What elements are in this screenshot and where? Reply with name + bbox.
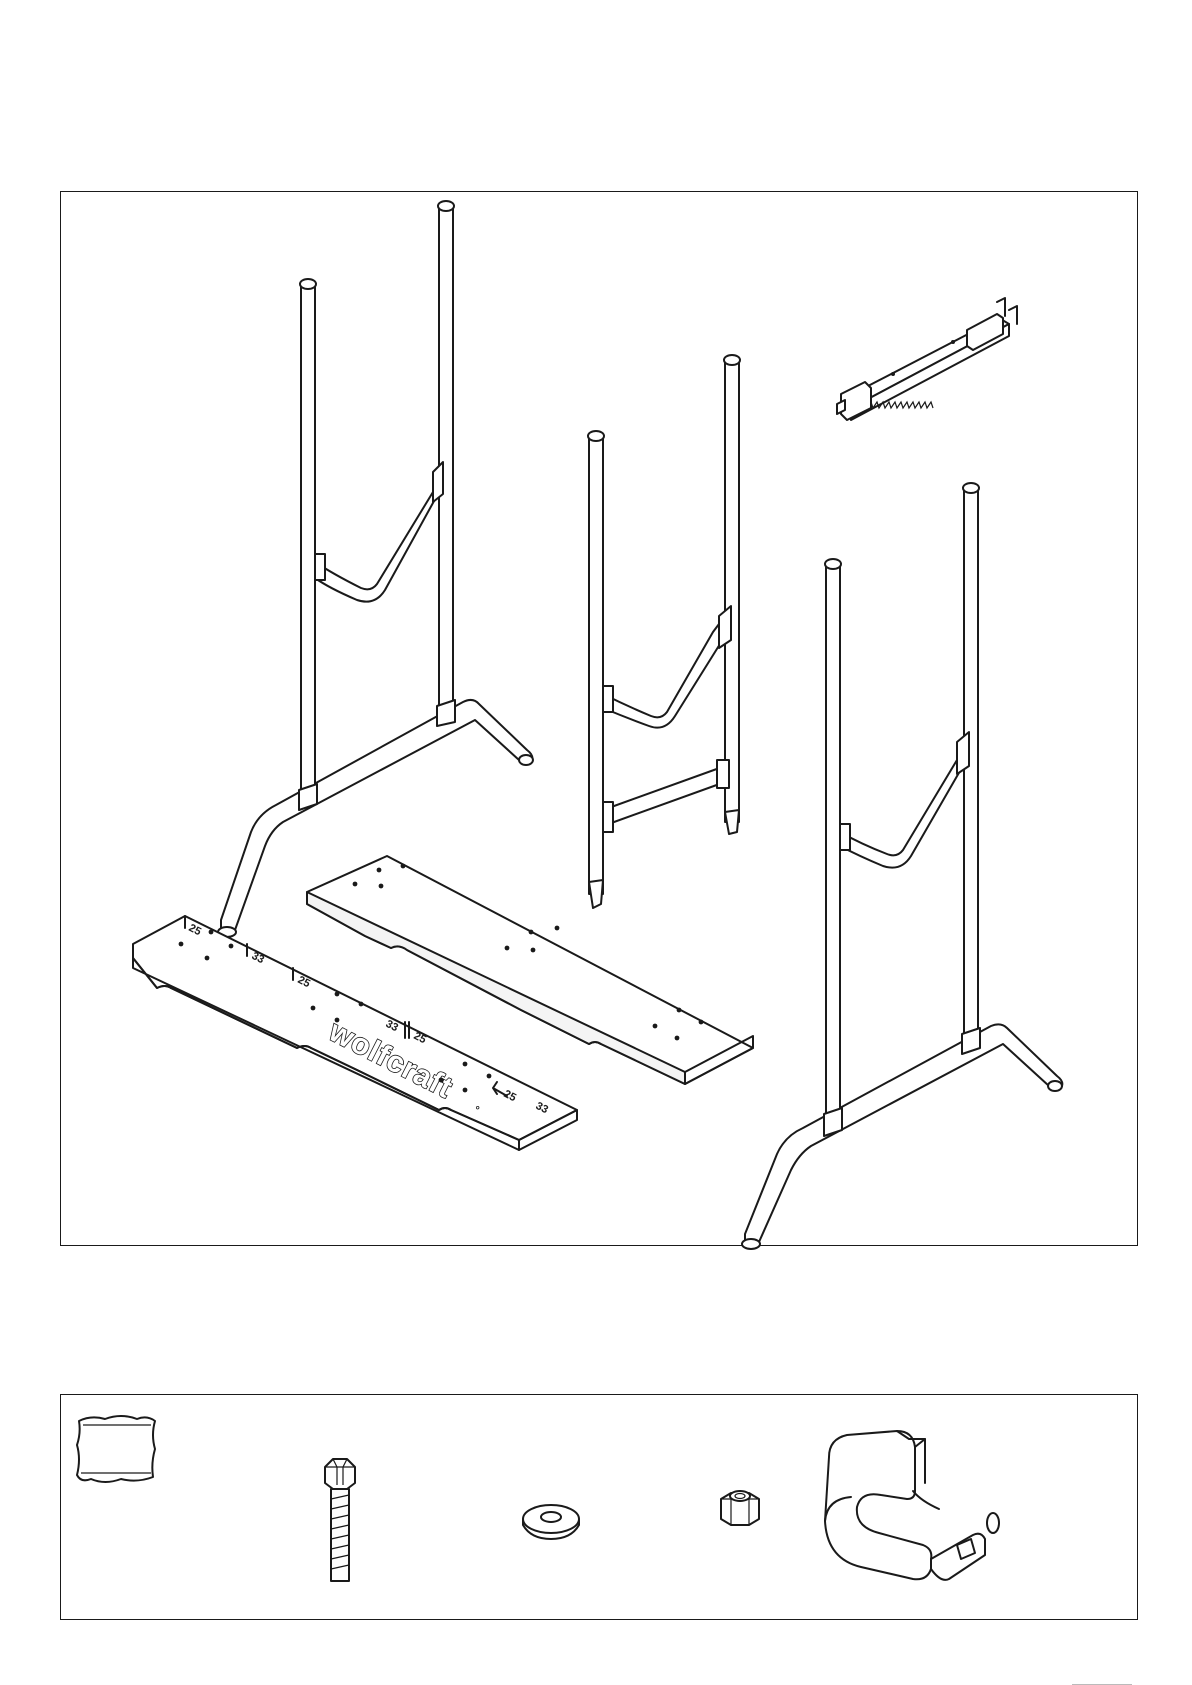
hardware-panel <box>60 1394 1138 1620</box>
back-frame <box>588 355 740 908</box>
hardware-illustration <box>61 1395 1139 1621</box>
ratchet-bar <box>837 298 1017 420</box>
parts-bag-icon <box>77 1416 155 1482</box>
parts-panel: 25 33 25 33 25 25 33 wolfcraft ° <box>60 191 1138 1246</box>
leg-frame-right <box>742 483 1062 1249</box>
tube-clamp-icon <box>825 1431 999 1580</box>
hex-bolt-icon <box>325 1459 355 1581</box>
washer-icon <box>523 1505 579 1539</box>
lock-nut-icon <box>721 1491 759 1525</box>
leg-frame-left <box>218 201 533 937</box>
parts-illustration: 25 33 25 33 25 25 33 wolfcraft ° <box>61 192 1139 1247</box>
